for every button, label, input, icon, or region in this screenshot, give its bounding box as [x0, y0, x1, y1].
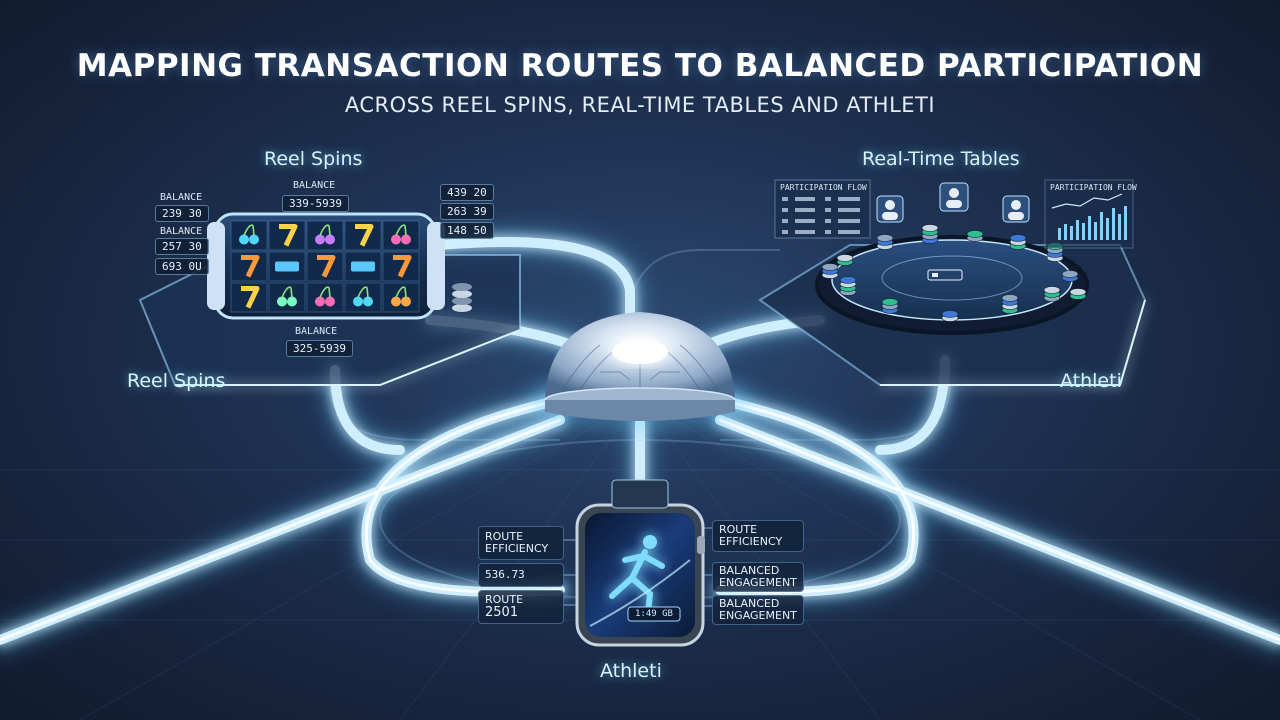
balance-tag-value: 257 30	[155, 238, 209, 255]
route-value-card: 536.73	[478, 563, 564, 587]
watch-connector	[611, 479, 669, 509]
reel-spins-label-top: Reel Spins	[264, 148, 363, 170]
smartwatch[interactable]	[575, 503, 705, 647]
page-subtitle: ACROSS REEL SPINS, REAL-TIME TABLES AND …	[344, 93, 936, 117]
table-chip-stacks	[821, 224, 1087, 322]
route-count-card: ROUTE 2501	[478, 590, 564, 624]
balance-value-bottom: 325-5939	[286, 340, 353, 357]
balance-tag-value: 239 30	[155, 205, 209, 222]
chip-stack	[836, 254, 854, 266]
cherry-icon	[382, 220, 420, 251]
athleti-label-right: Athleti	[1060, 370, 1122, 392]
athleti-label-bottom: Athleti	[600, 660, 662, 682]
watch-screen-readout: 1:49 GB	[635, 609, 673, 619]
balance-tag-label: BALANCE	[160, 192, 203, 203]
avatar	[1002, 195, 1030, 223]
chip-stack	[881, 298, 899, 314]
participation-flow-list-title: PARTICIPATION FLOW	[780, 183, 867, 192]
cherry-icon	[306, 282, 344, 313]
avatar	[876, 195, 904, 223]
bar-icon	[268, 251, 306, 282]
page-title: MAPPING TRANSACTION ROUTES TO BALANCED P…	[76, 48, 1204, 84]
chip-stack	[1043, 286, 1061, 302]
right-tag-value: 263 39	[440, 203, 494, 220]
balance-label-bottom: BALANCE	[295, 326, 338, 337]
slot-machine-reel[interactable]	[207, 212, 445, 320]
chip-stack	[921, 224, 939, 244]
balance-label-top: BALANCE	[293, 180, 336, 191]
balanced-engagement-card: BALANCED ENGAGEMENT	[712, 595, 804, 625]
player-avatars	[876, 182, 1030, 223]
route-efficiency-card-right: ROUTE EFFICIENCY	[712, 520, 804, 552]
participation-flow-chart	[1044, 179, 1134, 249]
cherry-icon	[382, 282, 420, 313]
bar-icon	[344, 251, 382, 282]
real-time-tables-label: Real-Time Tables	[862, 148, 1020, 170]
cherry-icon	[344, 282, 382, 313]
seven-icon	[230, 282, 268, 313]
reel-spins-label-left: Reel Spins	[127, 370, 226, 392]
cherry-icon	[268, 282, 306, 313]
cherry-icon	[230, 220, 268, 251]
avatar	[939, 182, 969, 212]
right-tag-value: 148 50	[440, 222, 494, 239]
cherry-icon	[306, 220, 344, 251]
balance-tag-value: 693 0U	[155, 258, 209, 275]
chip-stack	[1009, 234, 1027, 250]
chip-stack-left	[452, 283, 472, 312]
seven-icon	[344, 220, 382, 251]
chip-stack	[821, 263, 839, 279]
chip-stack	[876, 234, 894, 250]
seven-icon	[230, 251, 268, 282]
central-routing-hub[interactable]	[530, 312, 750, 430]
chip-stack	[1001, 294, 1019, 314]
participation-flow-list	[774, 179, 871, 239]
chip-stack	[839, 276, 857, 296]
balance-value-top: 339-5939	[282, 195, 349, 212]
seven-icon	[382, 251, 420, 282]
chip-stack	[1069, 288, 1087, 300]
seven-icon	[306, 251, 344, 282]
seven-icon	[268, 220, 306, 251]
runner-icon	[609, 535, 665, 615]
balance-tag-label: BALANCE	[160, 226, 203, 237]
chip-stack	[941, 310, 959, 322]
balanced-engagement-card: BALANCED ENGAGEMENT	[712, 562, 804, 592]
chip-stack	[966, 230, 984, 242]
route-efficiency-card-left: ROUTE EFFICIENCY	[478, 526, 564, 560]
participation-flow-chart-title: PARTICIPATION FLOW	[1050, 183, 1137, 192]
chip-stack	[1061, 270, 1079, 282]
right-tag-value: 439 20	[440, 184, 494, 201]
